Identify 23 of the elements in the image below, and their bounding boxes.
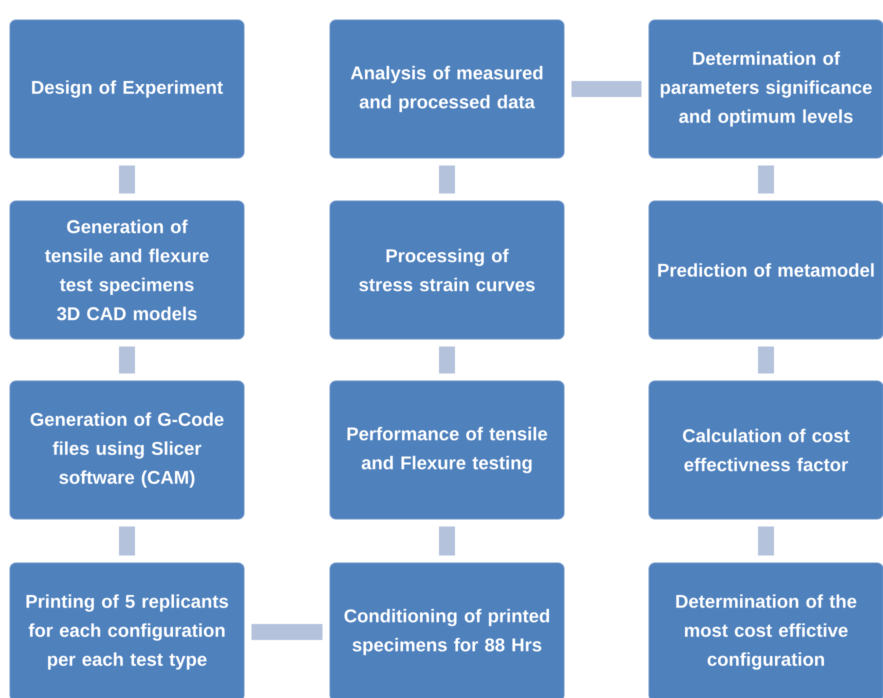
process-box: Determination of parameters significance and optimum levels [648, 20, 883, 158]
connector-bar [758, 165, 774, 194]
connector-bar [252, 624, 322, 640]
process-box: Performance of tensile and Flexure testing [330, 380, 564, 520]
connector-bar [119, 526, 135, 556]
process-box: Calculation of cost effectivness factor [648, 380, 883, 520]
connector-bar [119, 165, 135, 194]
connector-bar [572, 80, 642, 97]
process-box: Processing of stress strain curves [330, 200, 564, 340]
process-box: Conditioning of printed specimens for 88 Hrs [330, 562, 564, 698]
connector-bar [439, 526, 455, 556]
process-box: Prediction of metamodel [648, 200, 883, 340]
process-box: Printing of 5 replicants for each configuration per each test type [10, 562, 244, 698]
process-box: Generation of tensile and flexure test specimens 3D CAD models [10, 200, 244, 340]
connector-bar [439, 346, 455, 374]
connector-bar [758, 526, 774, 556]
process-box: Design of Experiment [10, 20, 244, 158]
process-box: Determination of the most cost effictive configuration [648, 562, 883, 698]
connector-bar [119, 346, 135, 374]
connector-bar [439, 165, 455, 194]
connector-bar [758, 346, 774, 374]
process-box: Analysis of measured and processed data [330, 20, 564, 158]
process-box: Generation of G-Code files using Slicer software (CAM) [10, 380, 244, 520]
